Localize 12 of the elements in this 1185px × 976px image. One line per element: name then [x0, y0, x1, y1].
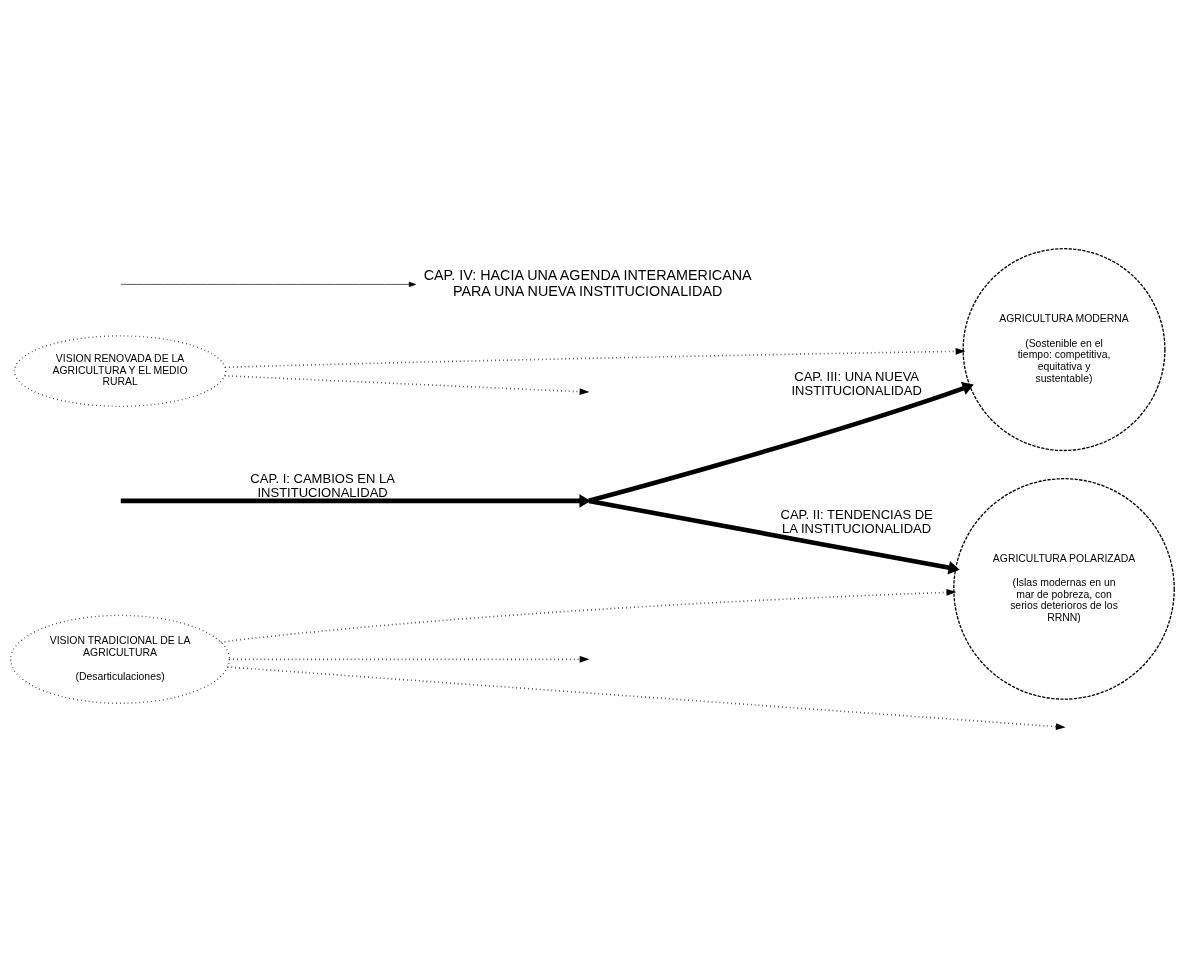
node-ellipse: VISION RENOVADA DE LA AGRICULTURA Y EL MEDIO RURAL — [13, 335, 227, 407]
arrow — [579, 381, 974, 508]
arrow — [579, 494, 960, 575]
arrow — [228, 655, 590, 663]
node-circle: AGRICULTURA POLARIZADA (Islas modernas en un mar de pobreza, con serios deterioros de los RRNN) — [953, 478, 1175, 700]
edge-label: CAP. II: TENDENCIAS DE LA INSTITUCIONALIDAD — [780, 506, 933, 536]
node-ellipse: VISION TRADICIONAL DE LA AGRICULTURA (Desarticulaciones) — [10, 614, 231, 704]
edge-label: CAP. III: UNA NUEVA INSTITUCIONALIDAD — [791, 368, 922, 399]
arrow — [120, 281, 417, 287]
arrow — [224, 347, 966, 369]
edge-label: CAP. I: CAMBIOS EN LA INSTITUCIONALIDAD — [250, 470, 395, 500]
node-text: CAP. IV: HACIA UNA AGENDA INTERAMERICANA PARA UNA NUEVA INSTITUCIONALIDAD — [423, 267, 752, 299]
